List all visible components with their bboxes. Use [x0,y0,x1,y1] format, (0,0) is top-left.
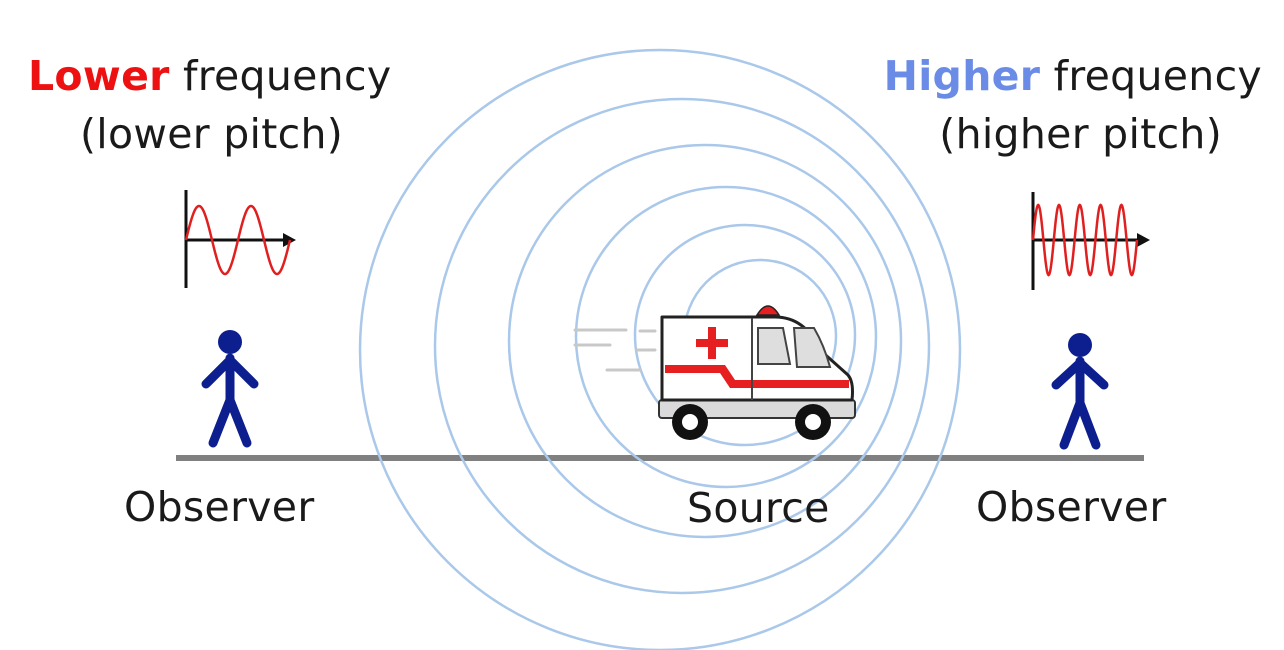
ground-line [176,455,1144,461]
wavefront-3 [507,143,903,539]
left-frequency-word: frequency [169,52,392,100]
higher-emphasis: Higher [883,52,1041,100]
right-frequency-word: frequency [1040,52,1262,100]
sine-wave-high-icon [1031,192,1150,290]
sine-wave-low-icon [184,190,296,288]
stick-figure-icon [1051,333,1109,450]
right-frequency-label: Higher frequency [884,56,1262,97]
wavefront-1 [358,48,962,650]
wavefront-2 [433,97,931,595]
observer-left-label: Observer [124,483,315,531]
ambulance-icon [658,305,856,440]
observer-right-label: Observer [976,483,1167,531]
right-pitch-label: (higher pitch) [939,110,1222,158]
stick-figure-icon [201,330,259,448]
sound-wavefronts [358,48,962,650]
wavefront-4 [574,185,878,489]
left-frequency-label: Lower frequency [28,56,391,97]
left-pitch-label: (lower pitch) [80,110,344,158]
wavefront-5 [633,223,857,447]
source-label: Source [687,484,830,532]
lower-emphasis: Lower [28,52,170,100]
speed-lines-icon [573,328,657,372]
